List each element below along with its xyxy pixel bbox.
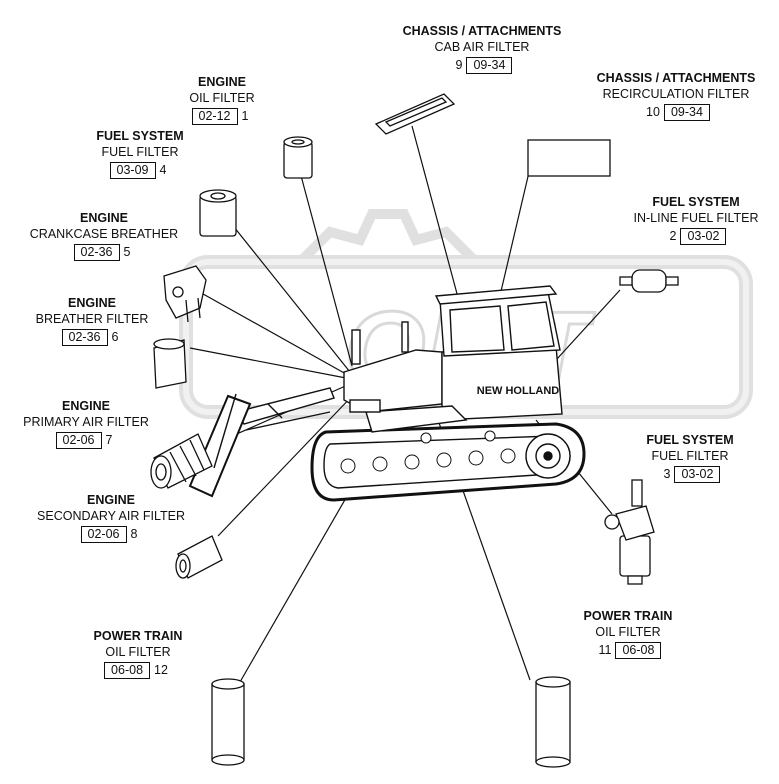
- callout-category: ENGINE: [198, 75, 246, 89]
- callout-description: BREATHER FILTER: [35, 312, 149, 326]
- callout-description: IN-LINE FUEL FILTER: [633, 211, 759, 225]
- callout-description: OIL FILTER: [189, 91, 255, 105]
- breather-filter-part: [153, 338, 187, 389]
- brand-decal: NEW HOLLAND: [477, 385, 560, 397]
- section-ref-box: 09-34: [466, 57, 513, 74]
- inline-fuel-filter-part: [619, 269, 679, 293]
- section-ref-box: 02-06: [55, 432, 102, 449]
- section-ref-box: 09-34: [663, 104, 710, 121]
- engine-oil-filter-part: [283, 136, 313, 179]
- fuel-filter-with-head-part: [604, 479, 655, 585]
- callout-category: ENGINE: [80, 211, 128, 225]
- callout-number: 9: [455, 58, 463, 72]
- callout-category: POWER TRAIN: [93, 629, 183, 643]
- section-ref-box: 02-12: [191, 108, 238, 125]
- filter-parts: [150, 93, 679, 768]
- callout-10: CHASSIS / ATTACHMENTS RECIRCULATION FILT…: [578, 70, 774, 121]
- callout-description: OIL FILTER: [105, 645, 171, 659]
- section-ref-box: 02-36: [73, 244, 120, 261]
- fuel-filter-spin-on-part: [199, 189, 237, 237]
- section-ref-box: 03-02: [680, 228, 727, 245]
- primary-air-filter-part: [150, 433, 213, 489]
- callout-description: RECIRCULATION FILTER: [602, 87, 750, 101]
- section-ref-box: 02-36: [61, 329, 108, 346]
- recirculation-filter-part: [527, 139, 611, 177]
- crankcase-breather-part: [163, 265, 207, 323]
- callout-number: 11: [598, 643, 612, 657]
- callout-category: FUEL SYSTEM: [96, 129, 184, 143]
- callout-number: 4: [159, 163, 167, 177]
- callout-number: 5: [123, 245, 131, 259]
- callout-number: 8: [130, 527, 138, 541]
- callout-number: 2: [669, 229, 677, 243]
- callout-number: 6: [111, 330, 119, 344]
- callout-number: 3: [663, 467, 671, 481]
- callout-number: 7: [105, 433, 113, 447]
- section-ref-box: 03-02: [674, 466, 721, 483]
- callout-description: SECONDARY AIR FILTER: [37, 509, 185, 523]
- callout-description: OIL FILTER: [595, 625, 661, 639]
- power-train-oil-filter-left-part: [211, 678, 245, 766]
- callout-category: FUEL SYSTEM: [646, 433, 734, 447]
- callout-number: 10: [646, 105, 660, 119]
- callout-category: ENGINE: [87, 493, 135, 507]
- section-ref-box: 06-08: [104, 662, 151, 679]
- callout-category: CHASSIS / ATTACHMENTS: [596, 71, 756, 85]
- callout-category: ENGINE: [68, 296, 116, 310]
- callout-category: POWER TRAIN: [583, 609, 673, 623]
- callout-description: PRIMARY AIR FILTER: [23, 415, 149, 429]
- cab-air-filter-part: [374, 93, 456, 135]
- callout-description: FUEL FILTER: [101, 145, 179, 159]
- callout-description: CRANKCASE BREATHER: [29, 227, 179, 241]
- section-ref-box: 03-09: [109, 162, 156, 179]
- bulldozer-illustration: NEW HOLLAND: [188, 285, 586, 502]
- power-train-oil-filter-right-part: [535, 676, 571, 768]
- callout-category: ENGINE: [62, 399, 110, 413]
- callout-number: 12: [154, 663, 168, 677]
- section-ref-box: 02-06: [80, 526, 127, 543]
- callout-category: FUEL SYSTEM: [652, 195, 740, 209]
- section-ref-box: 06-08: [615, 642, 662, 659]
- secondary-air-filter-part: [175, 535, 223, 579]
- callout-description: CAB AIR FILTER: [434, 40, 530, 54]
- callout-category: CHASSIS / ATTACHMENTS: [402, 24, 562, 38]
- callout-description: FUEL FILTER: [651, 449, 729, 463]
- callout-number: 1: [241, 109, 249, 123]
